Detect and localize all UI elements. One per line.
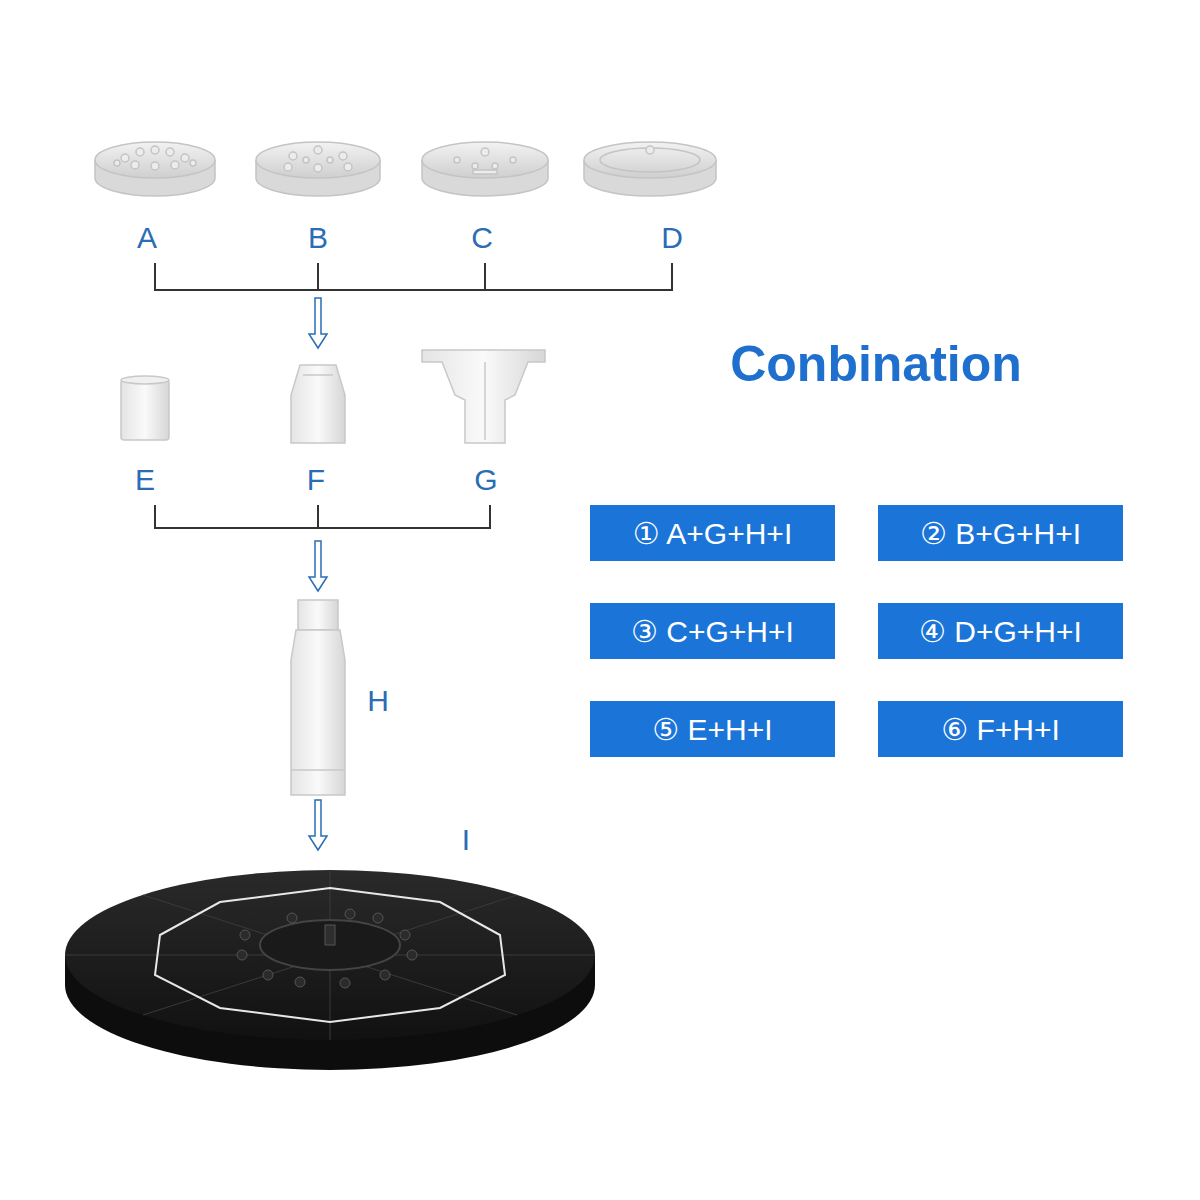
down-arrow — [309, 298, 327, 348]
combination-text: ⑥ F+H+I — [941, 712, 1060, 747]
combination-text: ① A+G+H+I — [633, 516, 792, 551]
combination-box: ⑥ F+H+I — [878, 701, 1123, 757]
combination-text: ③ C+G+H+I — [631, 614, 794, 649]
combination-text: ② B+G+H+I — [920, 516, 1081, 551]
combination-text: ④ D+G+H+I — [919, 614, 1082, 649]
down-arrow — [309, 800, 327, 850]
combination-text: ⑤ E+H+I — [652, 712, 772, 747]
down-arrow — [309, 541, 327, 591]
solar-base — [65, 870, 595, 1070]
bracket — [155, 263, 672, 290]
extension-tube — [291, 600, 345, 795]
combination-box: ② B+G+H+I — [878, 505, 1123, 561]
combination-box: ① A+G+H+I — [590, 505, 835, 561]
part-letter: A — [137, 223, 157, 253]
bracket — [155, 505, 490, 528]
part-letter: C — [471, 223, 493, 253]
part-letter: F — [307, 465, 325, 495]
nozzle-discs — [95, 142, 716, 196]
part-letter: I — [462, 825, 470, 855]
nozzle-heads — [121, 350, 545, 443]
part-letter: H — [367, 686, 389, 716]
part-letter: B — [308, 223, 328, 253]
title: Conbination — [730, 335, 1022, 393]
part-letter: D — [661, 223, 683, 253]
part-letter: G — [474, 465, 497, 495]
combination-box: ⑤ E+H+I — [590, 701, 835, 757]
part-letter: E — [135, 465, 155, 495]
combination-box: ③ C+G+H+I — [590, 603, 835, 659]
combination-box: ④ D+G+H+I — [878, 603, 1123, 659]
